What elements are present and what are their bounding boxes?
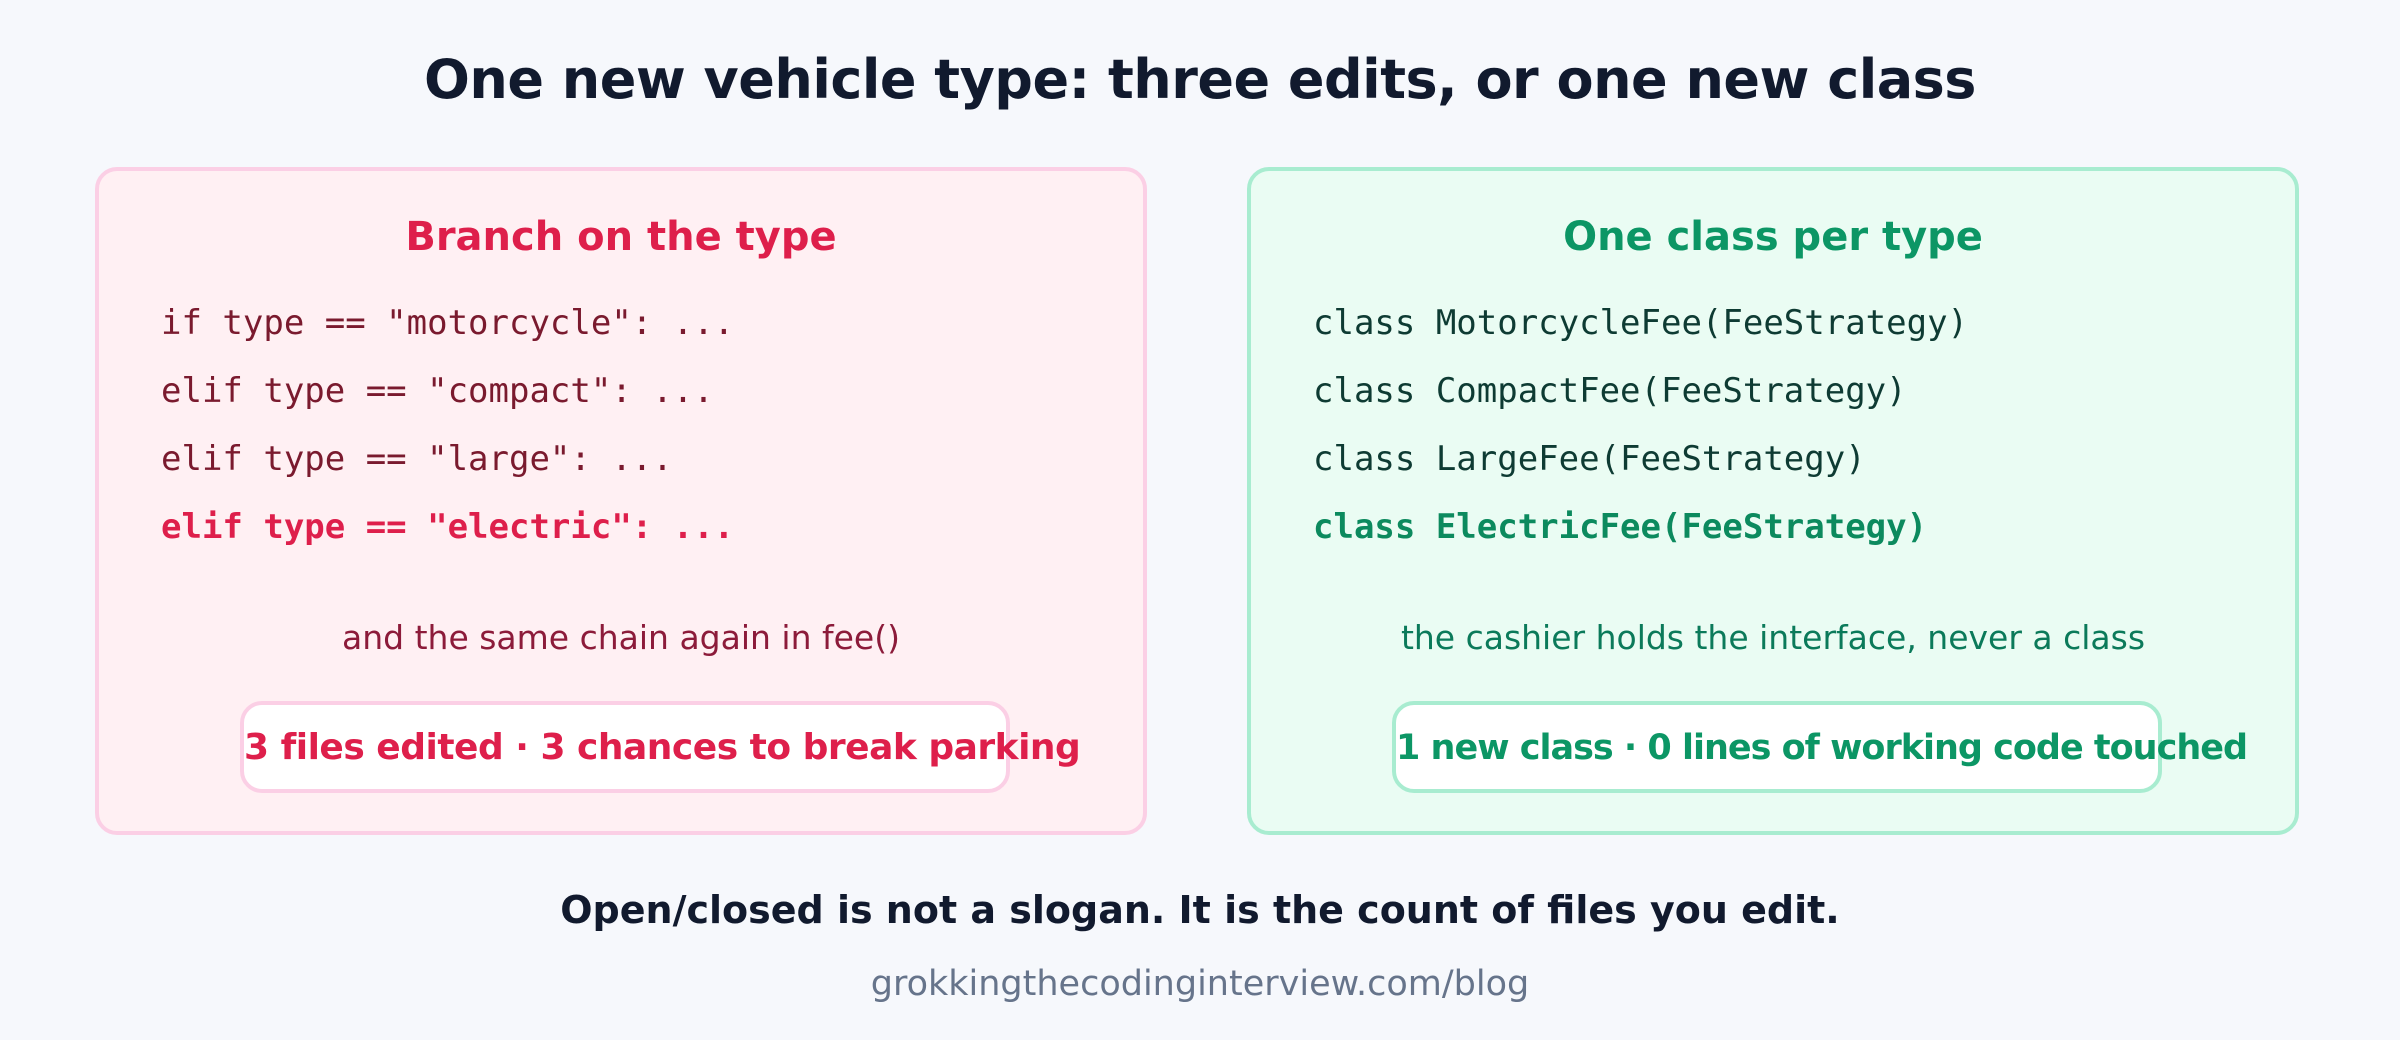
right-outcome-pill: 1 new class · 0 lines of working code to… — [1392, 701, 2248, 793]
diagram-title: One new vehicle type: three edits, or on… — [424, 48, 1976, 111]
code-line-new-electric: class ElectricFee(FeeStrategy) — [1313, 507, 1928, 547]
code-line: elif type == "compact": ... — [161, 371, 714, 411]
left-outcome-pill: 3 files edited · 3 chances to break park… — [240, 701, 1081, 793]
branch-on-type-panel: Branch on the type if type == "motorcycl… — [95, 167, 1147, 835]
code-line: class MotorcycleFee(FeeStrategy) — [1313, 303, 1969, 343]
right-panel-title: One class per type — [1563, 214, 1983, 260]
code-line: class CompactFee(FeeStrategy) — [1313, 371, 1907, 411]
source-credit: grokkingthecodinginterview.com/blog — [870, 964, 1530, 1004]
right-code-block: class MotorcycleFee(FeeStrategy) class C… — [1313, 293, 1968, 565]
code-line: class LargeFee(FeeStrategy) — [1313, 439, 1866, 479]
left-panel-title: Branch on the type — [405, 214, 837, 260]
code-line: elif type == "large": ... — [161, 439, 673, 479]
class-per-type-panel: One class per type class MotorcycleFee(F… — [1247, 167, 2299, 835]
code-line-new-electric: elif type == "electric": ... — [161, 507, 735, 547]
left-code-block: if type == "motorcycle": ... elif type =… — [161, 293, 734, 565]
code-line: if type == "motorcycle": ... — [161, 303, 735, 343]
right-panel-caption: the cashier holds the interface, never a… — [1400, 618, 2146, 657]
footer-takeaway: Open/closed is not a slogan. It is the c… — [560, 888, 1840, 932]
left-panel-caption: and the same chain again in fee() — [342, 618, 900, 657]
